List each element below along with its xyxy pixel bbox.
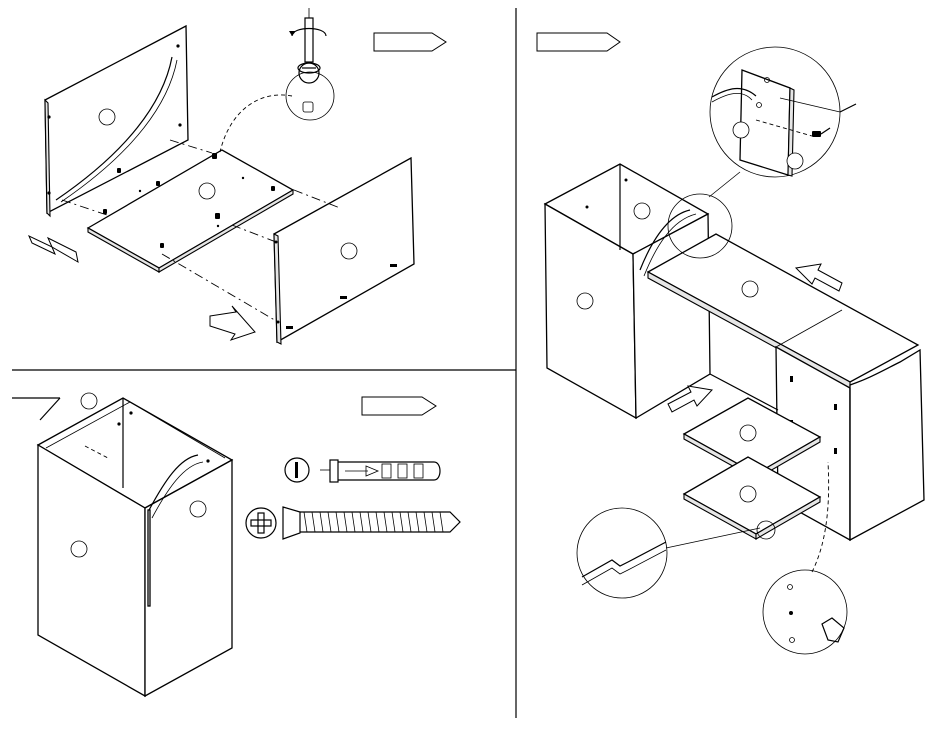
step-1-panel (29, 8, 446, 344)
part-label-12 (733, 122, 749, 138)
part-label-13 (787, 153, 803, 169)
push-arrow-right (210, 306, 255, 340)
part-label-8 (634, 203, 650, 219)
step-marker-1 (374, 33, 446, 51)
right-side-panel (274, 158, 414, 344)
part-label-1 (99, 109, 115, 125)
step-3-panel (537, 33, 924, 654)
bottom-panel (88, 150, 293, 272)
part-label-2 (199, 183, 215, 199)
part-label-4 (71, 541, 87, 557)
part-label-3 (341, 243, 357, 259)
part-label-5 (190, 501, 206, 517)
part-label-7 (577, 293, 593, 309)
screwdriver-icon (305, 18, 313, 62)
step-2-panel (12, 393, 460, 696)
part-label-6 (81, 393, 97, 409)
part-label-10 (740, 425, 756, 441)
step-marker-3 (537, 33, 620, 51)
plastic-dowel-detail (285, 458, 440, 482)
step-marker-2 (362, 397, 436, 415)
wood-screw-detail (246, 507, 460, 539)
part-label-9 (742, 281, 758, 297)
part-label-11 (740, 486, 756, 502)
shelf-pin-icon (822, 618, 844, 642)
cam-lock-detail (220, 8, 334, 152)
joint-detail-top (710, 47, 856, 177)
push-arrow-left (29, 236, 78, 262)
carcass-assembly (38, 393, 232, 696)
